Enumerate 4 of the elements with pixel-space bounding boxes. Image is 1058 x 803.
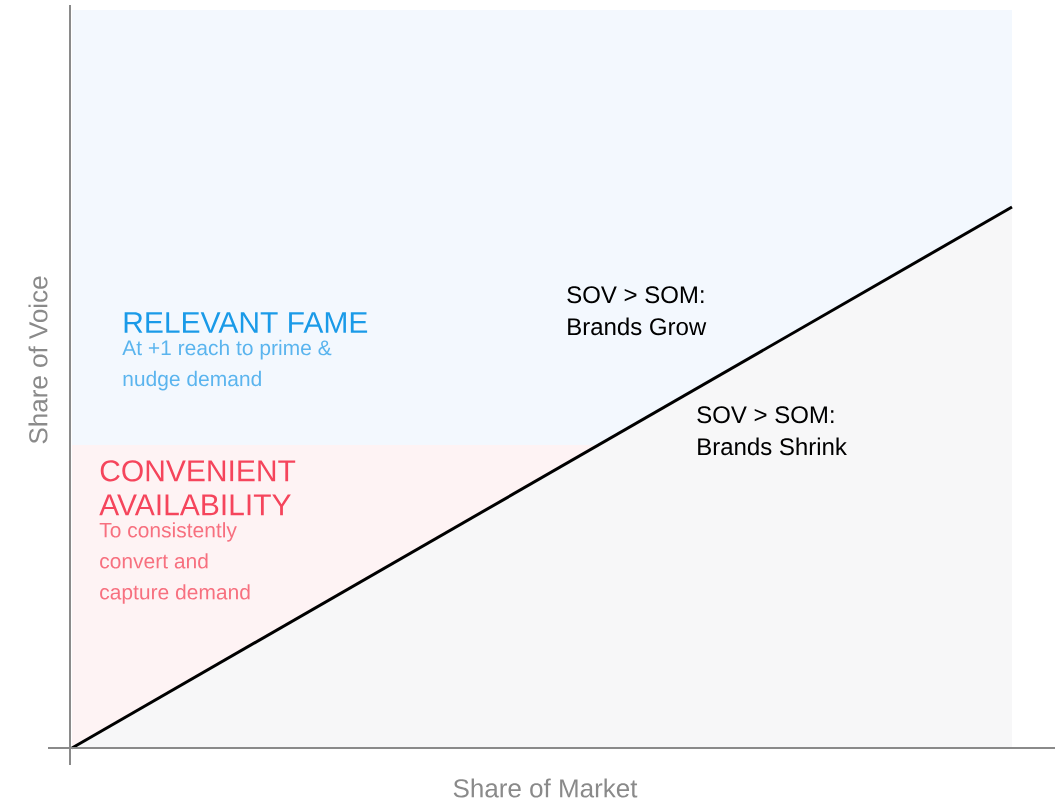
axis-title: Share of Market [453,778,638,798]
region-label: SOV > SOM: Brands Grow [567,286,707,336]
axis-title: Share of Voice [28,276,48,444]
shaded-region: CONVENIENT AVAILABILITY To consistently convert and capture demand [72,445,598,748]
